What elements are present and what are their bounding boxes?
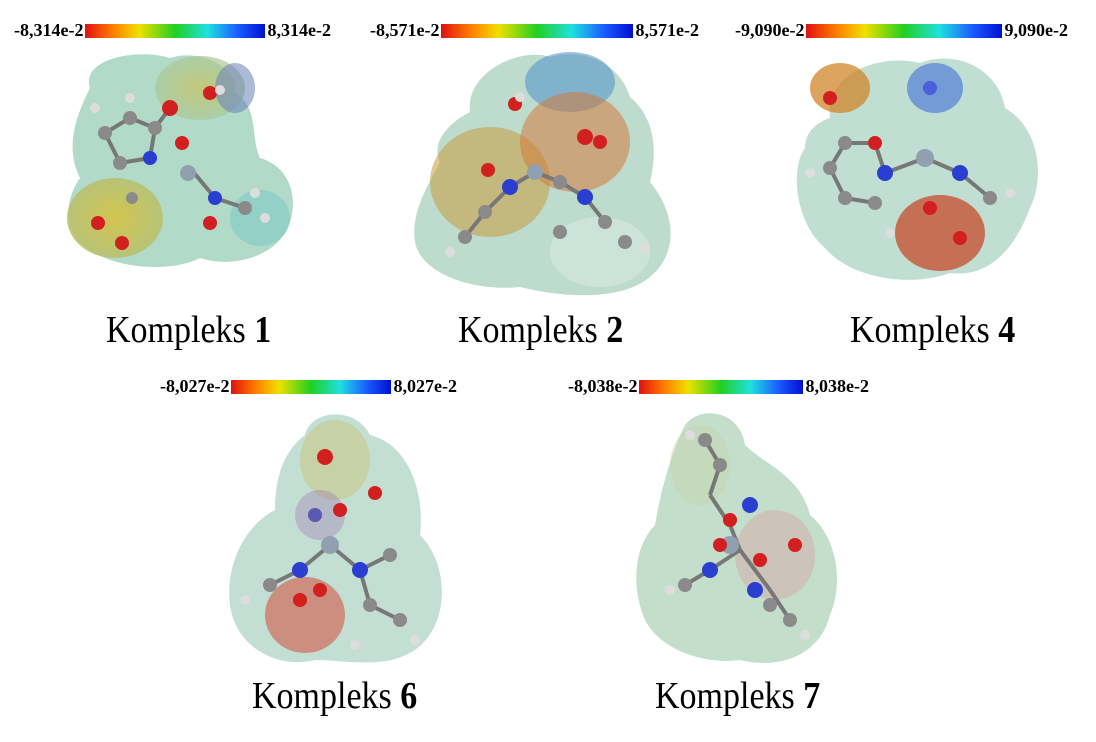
- colorbar-max-label: 8,038e-2: [805, 376, 869, 396]
- colorbar-max-label: 8,571e-2: [635, 20, 699, 40]
- colorbar-min-label: -9,090e-2: [735, 20, 805, 40]
- colorbar-1: -8,314e-2 8,314e-2: [14, 20, 331, 41]
- caption-prefix: Kompleks: [655, 675, 795, 718]
- colorbar-gradient: [441, 23, 634, 38]
- caption-number: 4: [998, 309, 1016, 352]
- colorbar-min-label: -8,314e-2: [14, 20, 84, 40]
- caption-prefix: Kompleks: [106, 309, 246, 352]
- colorbar-2: -8,571e-2 8,571e-2: [370, 20, 699, 41]
- caption-prefix: Kompleks: [252, 675, 392, 718]
- colorbar-gradient: [806, 23, 1003, 38]
- caption-kompleks-7: Kompleks 7: [655, 676, 820, 719]
- esp-map-7: [636, 413, 838, 663]
- colorbar-gradient: [85, 23, 266, 38]
- colorbar-6: -8,027e-2 8,027e-2: [160, 376, 457, 397]
- colorbar-min-label: -8,038e-2: [568, 376, 638, 396]
- caption-number: 6: [400, 675, 418, 718]
- caption-kompleks-6: Kompleks 6: [252, 676, 417, 719]
- caption-kompleks-1: Kompleks 1: [106, 310, 271, 353]
- caption-number: 1: [254, 309, 272, 352]
- colorbar-max-label: 9,090e-2: [1004, 20, 1068, 40]
- colorbar-min-label: -8,571e-2: [370, 20, 440, 40]
- colorbar-gradient: [639, 379, 804, 394]
- colorbar-max-label: 8,027e-2: [393, 376, 457, 396]
- esp-map-1: [67, 54, 293, 268]
- caption-kompleks-2: Kompleks 2: [458, 310, 623, 353]
- esp-map-4: [796, 58, 1038, 280]
- caption-kompleks-4: Kompleks 4: [850, 310, 1015, 353]
- colorbar-7: -8,038e-2 8,038e-2: [568, 376, 869, 397]
- caption-number: 2: [606, 309, 624, 352]
- esp-map-2: [414, 52, 671, 296]
- colorbar-4: -9,090e-2 9,090e-2: [735, 20, 1068, 41]
- caption-number: 7: [803, 675, 821, 718]
- caption-prefix: Kompleks: [850, 309, 990, 352]
- colorbar-min-label: -8,027e-2: [160, 376, 230, 396]
- esp-map-6: [229, 414, 442, 663]
- colorbar-gradient: [231, 379, 392, 394]
- colorbar-max-label: 8,314e-2: [267, 20, 331, 40]
- caption-prefix: Kompleks: [458, 309, 598, 352]
